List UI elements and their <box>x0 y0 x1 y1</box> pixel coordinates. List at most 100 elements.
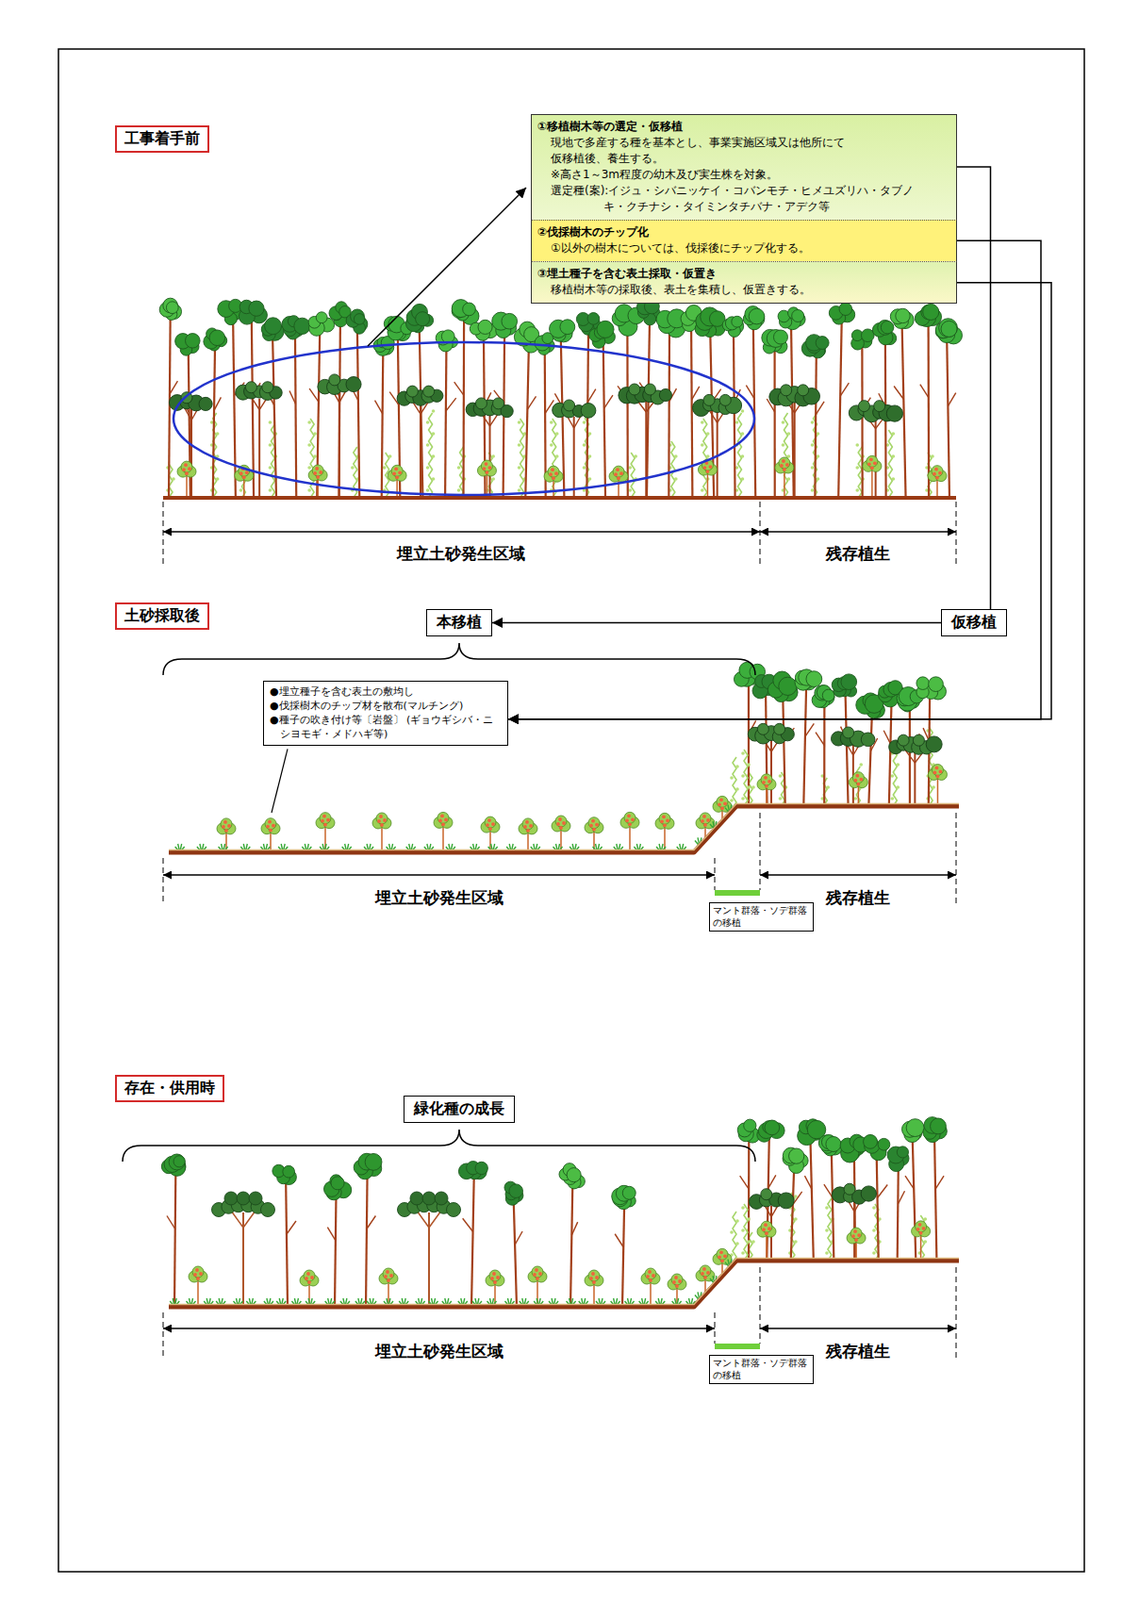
sapling-fruit <box>318 470 323 475</box>
vine-leaf <box>350 465 355 470</box>
tree-crown <box>563 399 576 412</box>
sapling-crown <box>716 1248 728 1260</box>
vine <box>520 418 525 498</box>
tree-crown <box>353 313 365 326</box>
sapling-fruit <box>723 801 727 806</box>
vine-leaf <box>307 443 312 447</box>
tree-trunk <box>295 332 297 498</box>
tree-crown <box>916 676 930 691</box>
vine-leaf <box>855 488 859 493</box>
tree-branch <box>366 1216 377 1230</box>
vine-leaf <box>426 420 430 425</box>
sapling-crown <box>644 1268 657 1280</box>
sapling-fruit <box>221 825 226 829</box>
tree-trunk <box>285 1180 288 1307</box>
sapling-crown <box>760 1221 773 1233</box>
sapling-fruit <box>307 1280 312 1285</box>
tree-crown <box>863 1134 878 1149</box>
tree-crown <box>165 301 179 314</box>
sapling-stem <box>783 469 786 498</box>
sapling-fruit <box>764 1231 769 1236</box>
sapling-crown <box>931 763 943 776</box>
vine-leaf <box>810 465 815 470</box>
vine-leaf <box>930 454 935 459</box>
vine-leaf <box>781 420 786 425</box>
node-text: 本移植 <box>436 612 482 633</box>
sapling-fruit <box>224 828 229 833</box>
sapling-crown <box>699 812 711 825</box>
tree-branch <box>920 384 929 398</box>
sapling-fruit <box>782 467 787 472</box>
sapling-fruit <box>660 819 664 824</box>
transplant-box: 仮移植 <box>940 609 1007 637</box>
vine-leaf <box>426 465 430 470</box>
dimension-line <box>163 530 760 532</box>
node-text: ②伐採樹木のチップ化 <box>537 224 951 241</box>
vine-leaf <box>825 785 830 790</box>
sapling-fruit <box>490 1276 495 1281</box>
tree-trunk <box>897 1163 899 1261</box>
tree-crown <box>434 1191 448 1206</box>
sapling-fruit <box>856 782 860 787</box>
brace <box>122 1129 756 1162</box>
sapling-fruit <box>916 1227 921 1232</box>
extension-line <box>714 858 716 891</box>
vine-leaf <box>781 443 786 447</box>
tree-branch <box>166 1216 176 1230</box>
tree-trunk <box>365 1171 368 1307</box>
tree-crown <box>566 1168 581 1183</box>
vine <box>310 418 314 498</box>
tree-crown <box>858 400 870 413</box>
vine-leaf <box>268 488 273 493</box>
sapling-fruit <box>702 1267 707 1272</box>
sapling-fruit <box>933 771 938 776</box>
tree-trunk <box>626 325 629 498</box>
sapling-fruit <box>674 1275 678 1280</box>
vine-leaf <box>891 477 896 481</box>
sapling-fruit <box>672 1280 677 1285</box>
tree-crown <box>248 1191 263 1206</box>
sapling-fruit <box>187 466 192 471</box>
sapling-crown <box>181 461 193 473</box>
sapling-fruit <box>591 819 595 824</box>
tree-crown <box>475 1161 488 1174</box>
vine-leaf <box>268 465 273 470</box>
tree-crown <box>198 396 213 411</box>
sapling-fruit <box>195 1268 199 1272</box>
tree-crown <box>930 1118 947 1135</box>
tree-crown <box>462 302 477 316</box>
sapling-fruit <box>488 826 493 831</box>
node-text: ●埋立種子を含む表土の敷均し <box>269 685 502 700</box>
sapling-fruit <box>630 817 635 822</box>
tree-trunk <box>868 712 873 807</box>
dimension-line <box>759 530 957 532</box>
dimension-label: 埋立土砂発生区域 <box>396 543 526 565</box>
dimension-label: 残存植生 <box>825 887 891 909</box>
sapling-fruit <box>854 1238 859 1242</box>
sapling-fruit <box>651 1273 656 1278</box>
sapling-fruit <box>648 1278 653 1283</box>
sapling-fruit <box>700 819 705 824</box>
sapling-fruit <box>379 814 383 819</box>
sapling-crown <box>522 818 534 830</box>
sapling-stem <box>593 1282 595 1307</box>
vine-leaf <box>741 1205 745 1210</box>
vine-leaf <box>307 420 312 425</box>
tree-crown <box>923 303 940 320</box>
sapling-fruit <box>306 1271 311 1276</box>
sapling-fruit <box>495 1275 500 1280</box>
sapling-fruit <box>764 784 769 789</box>
node-text: マント群落・ソデ群落の移植 <box>712 905 810 929</box>
ground <box>168 1260 959 1307</box>
vine-leaf <box>746 762 751 767</box>
sapling-fruit <box>592 1280 596 1285</box>
dimension-label: 残存植生 <box>825 543 891 565</box>
tree-crown <box>501 313 518 330</box>
node-text: ※高さ1～3m程度の幼木及び実生株を対象。 <box>537 166 951 183</box>
sapling-stem <box>765 1233 768 1261</box>
tree-branch <box>604 395 613 409</box>
vine-leaf <box>582 443 587 447</box>
node-text: 存在・供用時 <box>124 1078 215 1099</box>
vine-leaf <box>735 1241 740 1246</box>
sapling-fruit <box>619 471 624 476</box>
